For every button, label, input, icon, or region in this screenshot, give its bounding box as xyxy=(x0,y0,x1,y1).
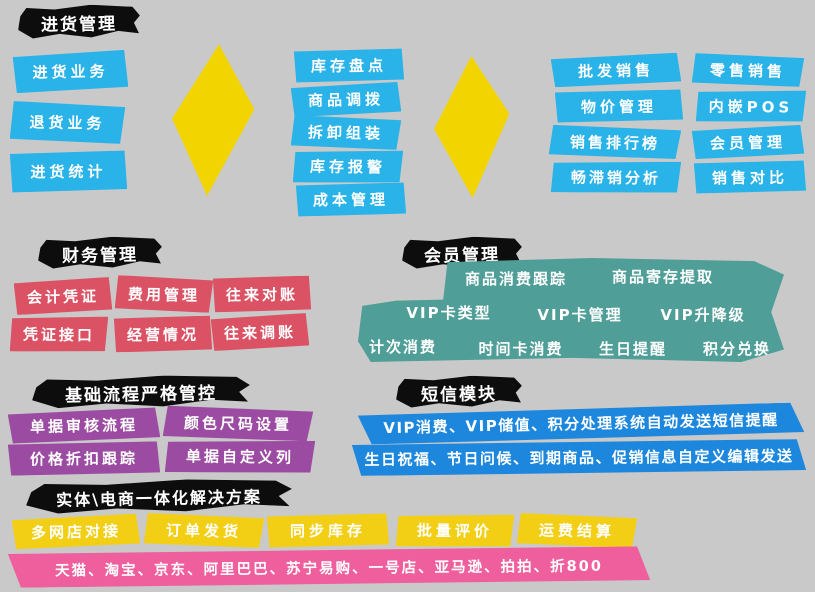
inventory-item: 成本管理 xyxy=(296,183,406,217)
sales-item: 零售销售 xyxy=(692,53,805,87)
sales-item: 畅滞销分析 xyxy=(551,160,681,194)
sms-title: 短信模块 xyxy=(396,375,523,409)
sms-item: 生日祝福、节日问候、到期商品、促销信息自定义编辑发送 xyxy=(352,439,806,476)
sales-item: 物价管理 xyxy=(555,89,683,122)
member-item: 时间卡消费 xyxy=(478,339,564,358)
finance-item: 会计凭证 xyxy=(14,277,113,315)
member-item: 生日提醒 xyxy=(598,339,667,358)
process-item: 单据审核流程 xyxy=(8,407,161,443)
inventory-item: 库存报警 xyxy=(293,149,403,183)
platform-list: 天猫、淘宝、京东、阿里巴巴、苏宁易购、一号店、亚马逊、拍拍、折800 xyxy=(8,546,650,588)
sales-item: 会员管理 xyxy=(692,125,805,159)
ecommerce-item: 订单发货 xyxy=(144,513,265,548)
process-item: 价格折扣跟踪 xyxy=(8,441,160,475)
process-item: 单据自定义列 xyxy=(165,439,315,474)
ecommerce-item: 多网店对接 xyxy=(12,514,141,550)
purchase-title: 进货管理 xyxy=(18,4,141,40)
process-item: 颜色尺码设置 xyxy=(163,406,314,442)
member-section: 商品消费跟踪 商品寄存提取 VIP卡类型 VIP卡管理 VIP升降级 计次消费 … xyxy=(358,258,784,362)
ecommerce-item: 运费结算 xyxy=(517,513,638,548)
diamond-icon xyxy=(169,43,256,198)
ecommerce-title: 实体\电商一体化解决方案 xyxy=(26,478,293,516)
finance-item: 经营情况 xyxy=(114,316,212,353)
member-item: VIP卡管理 xyxy=(537,305,623,324)
purchase-item: 退货业务 xyxy=(10,101,126,144)
finance-item: 费用管理 xyxy=(115,275,214,313)
member-item: VIP卡类型 xyxy=(406,303,492,322)
member-item: 计次消费 xyxy=(368,337,437,356)
purchase-item: 进货统计 xyxy=(10,150,127,192)
member-item: VIP升降级 xyxy=(660,305,746,324)
finance-item: 凭证接口 xyxy=(10,315,108,352)
sales-item: 批发销售 xyxy=(551,53,682,88)
inventory-item: 库存盘点 xyxy=(294,49,404,83)
ecommerce-item: 批量评价 xyxy=(396,513,514,547)
sales-item: 销售对比 xyxy=(694,161,806,194)
ecommerce-item: 同步库存 xyxy=(267,513,389,547)
inventory-item: 拆卸组装 xyxy=(291,115,402,150)
purchase-item: 进货业务 xyxy=(13,50,129,93)
finance-item: 往来调账 xyxy=(211,313,310,351)
sales-item: 销售排行榜 xyxy=(549,125,682,159)
member-item: 商品消费跟踪 xyxy=(464,269,567,288)
member-item: 积分兑换 xyxy=(702,339,771,358)
diamond-icon xyxy=(430,54,513,200)
sms-item: VIP消费、VIP储值、积分处理系统自动发送短信提醒 xyxy=(358,402,805,444)
finance-title: 财务管理 xyxy=(38,236,163,270)
sales-item: 内嵌POS xyxy=(696,89,806,122)
member-item: 商品寄存提取 xyxy=(611,267,714,286)
process-title: 基础流程严格管控 xyxy=(32,374,251,410)
finance-item: 往来对账 xyxy=(213,276,311,313)
inventory-item: 商品调拨 xyxy=(291,82,402,117)
